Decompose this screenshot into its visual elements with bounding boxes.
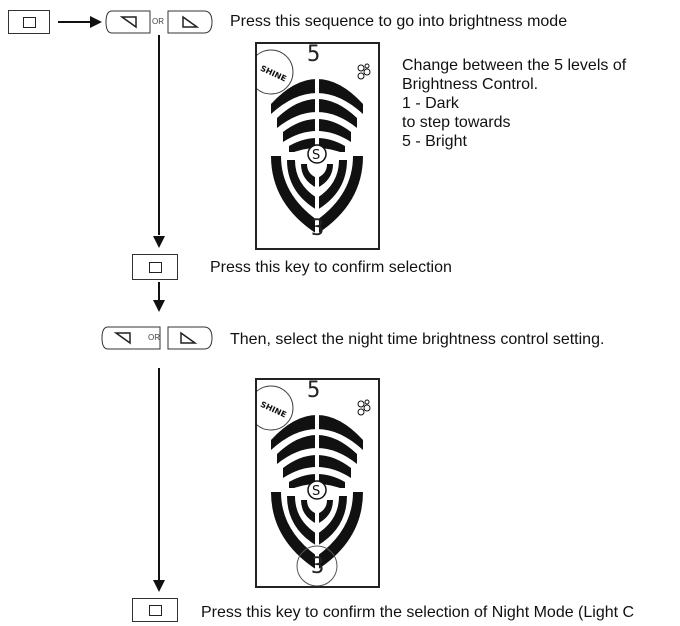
down-arrowhead-1 bbox=[153, 236, 165, 248]
brightness-display-1: SHINE S 5 3 bbox=[255, 42, 380, 250]
display-graphic: SHINE S bbox=[257, 49, 371, 239]
caption-line-2: Brightness Control. bbox=[402, 76, 539, 93]
bottom-digit: 3 bbox=[311, 554, 325, 579]
display-graphic: SHINE S bbox=[257, 385, 371, 586]
right-arrow-icon bbox=[58, 16, 102, 28]
down-key-icon[interactable] bbox=[114, 331, 134, 345]
svg-text:S: S bbox=[312, 148, 320, 163]
step2-instruction: Press this key to confirm selection bbox=[210, 259, 452, 276]
step3-instruction: Then, select the night time brightness c… bbox=[230, 331, 605, 348]
up-down-key-pair-2: OR bbox=[100, 325, 214, 351]
flow-line-1 bbox=[158, 35, 160, 235]
bottom-digit: 3 bbox=[311, 216, 325, 241]
confirm-key-2[interactable] bbox=[132, 598, 178, 622]
top-digit: 5 bbox=[307, 378, 321, 403]
or-label: OR bbox=[152, 17, 164, 26]
square-key-icon bbox=[23, 17, 36, 28]
flow-line-2 bbox=[158, 282, 160, 304]
brightness-caption: Change between the 5 levels of Brightnes… bbox=[402, 56, 626, 151]
caption-line-3: 1 - Dark bbox=[402, 95, 459, 112]
step4-instruction: Press this key to confirm the selection … bbox=[201, 604, 635, 621]
up-down-key-pair-1: OR bbox=[104, 9, 214, 35]
step1-instruction: Press this sequence to go into brightnes… bbox=[230, 13, 568, 30]
down-key-icon[interactable] bbox=[120, 15, 140, 29]
top-digit: 5 bbox=[307, 42, 321, 67]
down-arrowhead-3 bbox=[153, 580, 165, 592]
square-key-icon bbox=[149, 262, 162, 273]
caption-line-4: to step towards bbox=[402, 114, 511, 131]
mode-key-1[interactable] bbox=[8, 10, 50, 34]
confirm-key-1[interactable] bbox=[132, 254, 178, 280]
svg-text:S: S bbox=[312, 484, 320, 499]
up-key-icon[interactable] bbox=[180, 15, 200, 29]
caption-line-1: Change between the 5 levels of bbox=[402, 57, 627, 74]
caption-line-5: 5 - Bright bbox=[402, 133, 467, 150]
or-label: OR bbox=[148, 333, 160, 342]
down-arrowhead-2 bbox=[153, 300, 165, 312]
flow-line-3 bbox=[158, 368, 160, 580]
brightness-display-2: SHINE S 5 3 bbox=[255, 378, 380, 588]
square-key-icon bbox=[149, 605, 162, 616]
up-key-icon[interactable] bbox=[178, 331, 198, 345]
